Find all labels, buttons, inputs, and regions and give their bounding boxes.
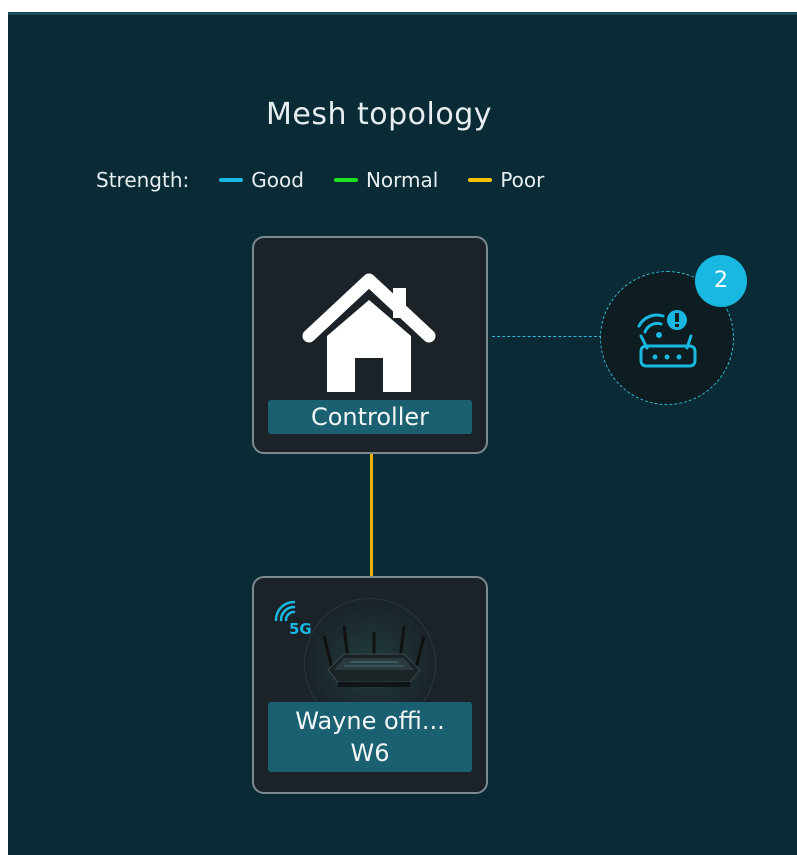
legend-label-normal: Normal (365, 168, 439, 192)
link-controller-satellite (370, 454, 373, 576)
satellite-node[interactable]: 5G Wayne offi... W6 (252, 576, 488, 794)
legend-swatch-good (219, 178, 244, 182)
house-icon (302, 273, 436, 392)
legend-label-poor: Poor (500, 168, 545, 192)
offline-count-badge: 2 (695, 255, 747, 307)
satellite-name-line1: Wayne offi... (295, 707, 445, 735)
legend-item-normal: Normal (333, 168, 439, 192)
legend-swatch-poor (468, 178, 493, 182)
legend-label: Strength: (96, 168, 190, 192)
legend-item-good: Good (219, 168, 304, 192)
legend-item-poor: Poor (468, 168, 544, 192)
link-controller-alert-node (492, 336, 602, 337)
page-title: Mesh topology (265, 97, 493, 132)
router-image (322, 625, 426, 687)
controller-node[interactable]: Controller (252, 236, 488, 454)
offline-devices-node[interactable] (600, 271, 734, 405)
controller-label: Controller (268, 400, 472, 434)
wifi-5g-icon: 5G (274, 600, 312, 638)
satellite-name-line2: W6 (350, 739, 390, 767)
strength-legend: Strength: Good Normal Poor (96, 168, 574, 192)
mesh-topology-panel: Mesh topology Strength: Good Normal Poor (8, 12, 797, 855)
legend-swatch-normal (333, 178, 358, 182)
satellite-label: Wayne offi... W6 (268, 702, 472, 772)
legend-label-good: Good (251, 168, 304, 192)
router-warning-icon (637, 310, 697, 368)
band-label: 5G (289, 620, 312, 638)
